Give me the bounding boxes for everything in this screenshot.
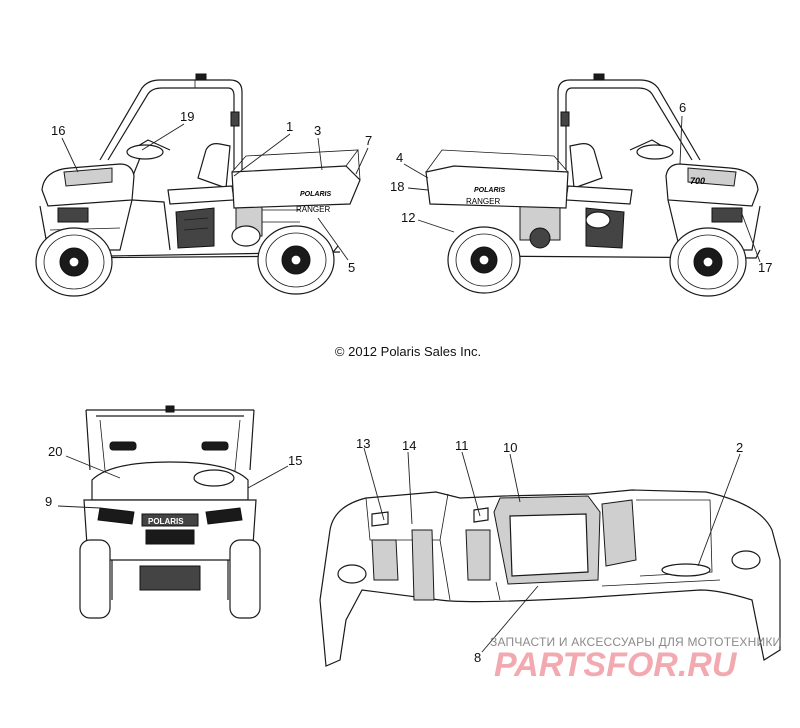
callout-12: 12 <box>401 210 415 225</box>
callout-8: 8 <box>474 650 481 665</box>
callout-7: 7 <box>365 133 372 148</box>
cargo-box-model-decal-right: RANGER <box>466 197 500 206</box>
rear-wheel-left-view <box>257 225 335 295</box>
front-view-left-tire <box>79 539 111 619</box>
callout-18: 18 <box>390 179 404 194</box>
leader-lines <box>57 115 761 653</box>
vehicle-right-side-view: 700 POLARIS RANGER <box>425 73 761 297</box>
callout-13: 13 <box>356 436 370 451</box>
callout-2: 2 <box>736 440 743 455</box>
cargo-box-brand-decal-right: POLARIS <box>474 187 505 194</box>
site-watermark: ЗАПЧАСТИ И АКСЕССУАРЫ ДЛЯ МОТОТЕХНИКИ PA… <box>490 635 781 684</box>
callout-15: 15 <box>288 453 302 468</box>
callout-11: 11 <box>455 438 469 453</box>
front-wheel-right-view <box>669 227 747 297</box>
cargo-box-brand-decal: POLARIS <box>300 191 331 198</box>
vehicle-front-view: POLARIS <box>79 405 261 619</box>
front-wheel-left-view <box>35 227 113 297</box>
callout-20: 20 <box>48 444 62 459</box>
callout-14: 14 <box>402 438 416 453</box>
cargo-box-model-decal: RANGER <box>296 205 330 214</box>
hood-model-number-decal: 700 <box>690 176 705 186</box>
watermark-caption: ЗАПЧАСТИ И АКСЕССУАРЫ ДЛЯ МОТОТЕХНИКИ <box>490 635 781 649</box>
copyright-notice: © 2012 Polaris Sales Inc. <box>335 344 481 359</box>
vehicle-left-side-view: POLARIS RANGER <box>35 73 361 297</box>
rear-wheel-right-view <box>447 226 521 294</box>
callout-6: 6 <box>679 100 686 115</box>
callout-19: 19 <box>180 109 194 124</box>
callout-9: 9 <box>45 494 52 509</box>
callout-16: 16 <box>51 123 65 138</box>
watermark-logo: PARTSFOR.RU <box>494 646 738 684</box>
front-view-right-tire <box>229 539 261 619</box>
callout-labels: 16 19 1 3 7 5 4 18 12 6 17 20 9 15 13 14… <box>45 100 772 665</box>
callout-3: 3 <box>314 123 321 138</box>
callout-4: 4 <box>396 150 403 165</box>
callout-10: 10 <box>503 440 517 455</box>
grille-brand-decal: POLARIS <box>148 517 184 526</box>
dashboard-detail-view <box>319 489 781 667</box>
callout-17: 17 <box>758 260 772 275</box>
callout-1: 1 <box>286 119 293 134</box>
callout-5: 5 <box>348 260 355 275</box>
